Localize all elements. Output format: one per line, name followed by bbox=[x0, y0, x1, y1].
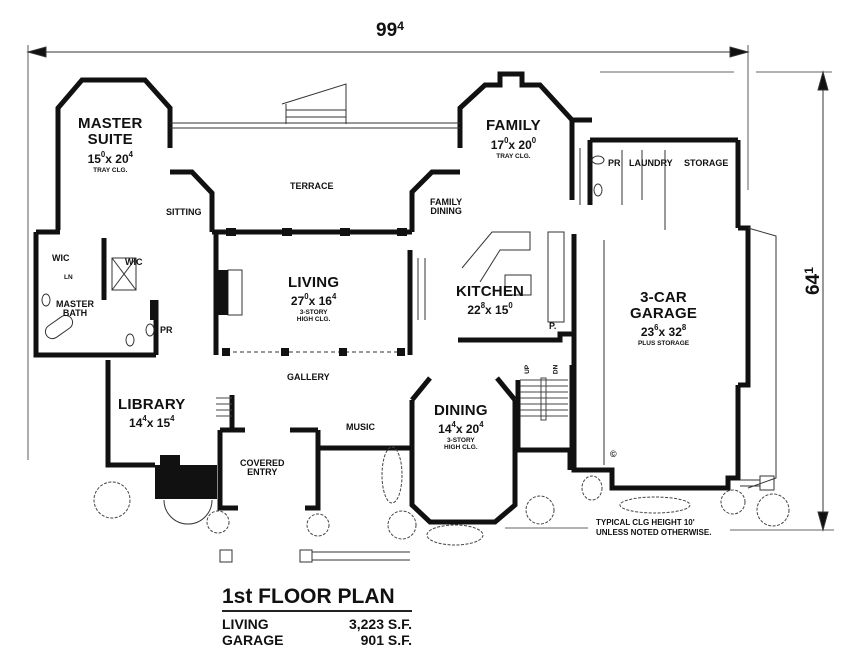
area-value: 901 S.F. bbox=[360, 632, 412, 648]
room-name: SUITE bbox=[87, 130, 133, 148]
area-row-living: LIVING 3,223 S.F. bbox=[222, 616, 412, 632]
room-name: LIBRARY bbox=[118, 396, 186, 413]
room-dining: DINING 144x 204 3-STORY HIGH CLG. bbox=[434, 403, 488, 452]
room-pr-lower: PR bbox=[160, 325, 173, 335]
room-name: MASTER bbox=[78, 115, 143, 132]
stair-down-label: DN bbox=[552, 364, 560, 375]
room-dimensions: 150x 204 bbox=[87, 149, 133, 166]
walls bbox=[33, 71, 751, 525]
room-dimensions: 144x 204 bbox=[438, 419, 484, 436]
landscape-shrubs bbox=[93, 446, 790, 546]
room-name: GARAGE bbox=[630, 304, 698, 322]
room-covered-entry: COVERED ENTRY bbox=[240, 458, 285, 478]
room-living: LIVING 270x 164 3-STORY HIGH CLG. bbox=[288, 275, 339, 324]
area-label: GARAGE bbox=[222, 632, 284, 648]
ceiling-note: 3-STORY bbox=[446, 437, 475, 445]
ceiling-note: HIGH CLG. bbox=[296, 316, 331, 324]
room-family: FAMILY 170x 200 TRAY CLG. bbox=[486, 118, 541, 161]
ceiling-note: TRAY CLG. bbox=[496, 153, 531, 161]
area-row-garage: GARAGE 901 S.F. bbox=[222, 632, 412, 648]
overall-width-dimension: 994 bbox=[376, 20, 404, 42]
ceiling-note: HIGH CLG. bbox=[444, 444, 478, 452]
room-pantry: P. bbox=[549, 321, 557, 331]
thin-lines bbox=[41, 83, 777, 563]
room-name: DINING bbox=[434, 402, 488, 419]
area-value: 3,223 S.F. bbox=[348, 616, 412, 632]
ceiling-height-note: TYPICAL CLG HEIGHT 10' UNLESS NOTED OTHE… bbox=[596, 518, 712, 537]
plan-title-block: 1st FLOOR PLAN LIVING 3,223 S.F. GARAGE … bbox=[222, 585, 412, 648]
overall-depth-inches: 1 bbox=[802, 266, 817, 274]
plan-title: 1st FLOOR PLAN bbox=[222, 585, 412, 612]
room-name: KITCHEN bbox=[456, 283, 525, 300]
room-gallery: GALLERY bbox=[287, 372, 330, 382]
columns bbox=[150, 228, 407, 356]
dimension-lines bbox=[26, 45, 834, 532]
room-family-dining: FAMILY DINING bbox=[430, 197, 463, 217]
room-dimensions: 144x 154 bbox=[129, 413, 175, 430]
overall-width-value: 99 bbox=[376, 20, 398, 41]
room-master-suite: MASTER SUITE 150x 204 TRAY CLG. bbox=[78, 116, 143, 175]
ceiling-note: 3-STORY bbox=[299, 309, 328, 317]
room-linen: LN bbox=[64, 274, 73, 281]
room-music: MUSIC bbox=[346, 422, 375, 432]
room-dimensions: 170x 200 bbox=[490, 135, 537, 152]
garage-note: PLUS STORAGE bbox=[637, 340, 690, 348]
overall-depth-dimension: 641 bbox=[802, 266, 825, 296]
room-dimensions: 270x 164 bbox=[290, 291, 337, 308]
overall-width-inches: 4 bbox=[397, 19, 405, 33]
area-label: LIVING bbox=[222, 616, 269, 632]
room-terrace: TERRACE bbox=[290, 181, 334, 191]
room-dimensions: 228x 150 bbox=[467, 300, 513, 317]
stair-up-label: UP bbox=[524, 364, 532, 374]
room-library: LIBRARY 144x 154 bbox=[118, 397, 186, 429]
room-laundry: LAUNDRY bbox=[629, 158, 673, 168]
room-sitting: SITTING bbox=[166, 207, 202, 217]
copyright-mark: © bbox=[610, 449, 617, 459]
room-kitchen: KITCHEN 228x 150 bbox=[456, 284, 524, 316]
room-wic-left: WIC bbox=[52, 253, 70, 263]
room-name: 3-CAR bbox=[640, 289, 687, 306]
room-wic-right: WIC bbox=[125, 257, 143, 267]
room-dimensions: 236x 328 bbox=[640, 322, 687, 339]
overall-depth-value: 64 bbox=[803, 273, 825, 296]
room-name: FAMILY bbox=[486, 117, 541, 134]
room-name: LIVING bbox=[288, 274, 340, 291]
room-storage: STORAGE bbox=[684, 158, 729, 168]
room-pr-upper: PR bbox=[608, 158, 621, 168]
room-master-bath: MASTER BATH bbox=[56, 299, 94, 319]
room-garage: 3-CAR GARAGE 236x 328 PLUS STORAGE bbox=[630, 290, 697, 348]
ceiling-note: TRAY CLG. bbox=[93, 167, 128, 175]
